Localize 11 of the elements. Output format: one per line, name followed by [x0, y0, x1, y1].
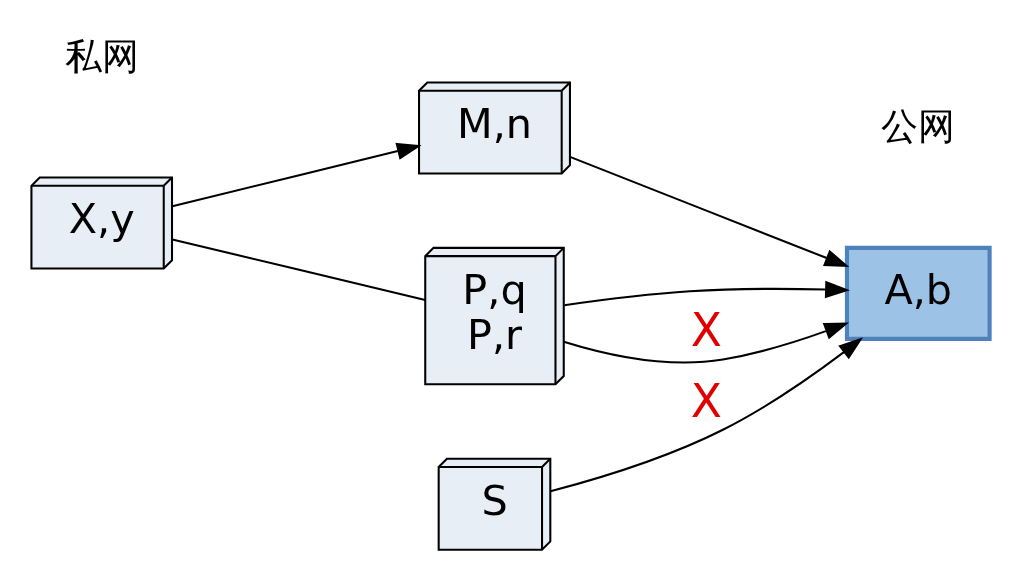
arrow — [172, 142, 422, 208]
arrow — [563, 322, 849, 364]
label: 公网 — [881, 104, 956, 149]
connector — [172, 238, 426, 301]
arrow — [550, 337, 864, 493]
arrow — [570, 156, 850, 267]
label: 私网 — [64, 33, 139, 78]
arrow — [564, 280, 850, 307]
edge-label: X — [690, 374, 722, 428]
edge-label: X — [690, 304, 722, 358]
node-box: A,b — [844, 245, 992, 341]
